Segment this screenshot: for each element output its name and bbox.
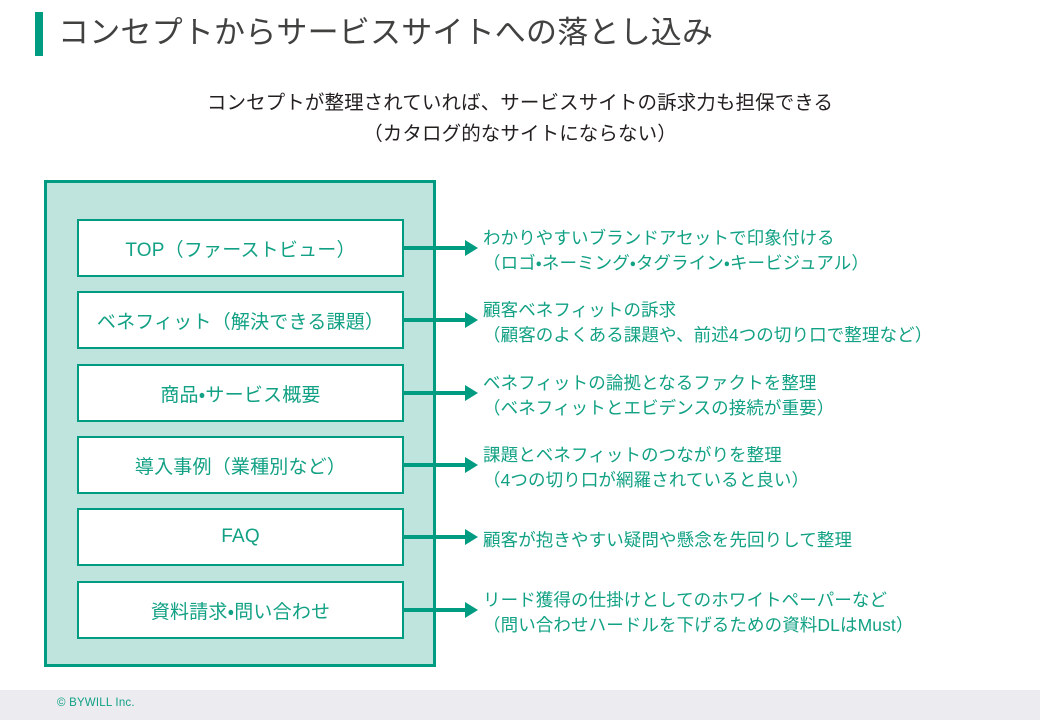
slide-footer: © BYWILL Inc.: [0, 690, 1040, 720]
arrow-head-icon: [465, 457, 478, 473]
annotation-line-2: （ベネフィットとエビデンスの接続が重要）: [483, 398, 835, 418]
annotation-4: 課題とベネフィットのつながりを整理 （4つの切り口が網羅されていると良い）: [483, 443, 809, 493]
annotation-1: わかりやすいブランドアセットで印象付ける （ロゴ・ネーミング・タグライン・キービ…: [483, 226, 869, 276]
annotation-line-2: （顧客のよくある課題や、前述4つの切り口で整理など）: [483, 325, 933, 345]
annotation-line-2: （ロゴ・ネーミング・タグライン・キービジュアル）: [483, 253, 869, 273]
annotation-line-2: （4つの切り口が網羅されていると良い）: [483, 470, 810, 490]
slide-subtitle: コンセプトが整理されていれば、サービスサイトの訴求力も担保できる （カタログ的な…: [0, 88, 1040, 150]
annotation-line-2: （問い合わせハードルを下げるための資料DLはMust）: [483, 615, 914, 635]
annotation-line-1: ベネフィットの論拠となるファクトを整理: [483, 373, 817, 393]
subtitle-line-1: コンセプトが整理されていれば、サービスサイトの訴求力も担保できる: [206, 92, 834, 114]
annotation-line-1: 顧客が抱きやすい疑問や懸念を先回りして整理: [483, 530, 853, 550]
step-box-label: ベネフィット（解決できる課題）: [96, 311, 385, 333]
annotation-line-1: 顧客ベネフィットの訴求: [483, 300, 677, 320]
page-title: コンセプトからサービスサイトへの落とし込み: [58, 15, 714, 50]
step-box-faq[interactable]: FAQ: [77, 508, 404, 566]
slide-header: コンセプトからサービスサイトへの落とし込み: [0, 8, 1040, 58]
annotation-6: リード獲得の仕掛けとしてのホワイトペーパーなど （問い合わせハードルを下げるため…: [483, 588, 914, 638]
step-box-product-overview[interactable]: 商品・サービス概要: [77, 364, 404, 422]
annotation-2: 顧客ベネフィットの訴求 （顧客のよくある課題や、前述4つの切り口で整理など）: [483, 298, 932, 348]
step-box-top[interactable]: TOP（ファーストビュー）: [77, 219, 404, 277]
copyright-text: © BYWILL Inc.: [57, 697, 135, 709]
annotation-line-1: リード獲得の仕掛けとしてのホワイトペーパーなど: [483, 590, 888, 610]
arrow-head-icon: [465, 312, 478, 328]
subtitle-line-2: （カタログ的なサイトにならない）: [363, 123, 677, 145]
step-box-label: TOP（ファーストビュー）: [125, 239, 356, 261]
annotation-line-1: 課題とベネフィットのつながりを整理: [483, 445, 782, 465]
arrow-head-icon: [465, 529, 478, 545]
annotation-3: ベネフィットの論拠となるファクトを整理 （ベネフィットとエビデンスの接続が重要）: [483, 371, 834, 421]
step-box-label: 資料請求・問い合わせ: [150, 601, 331, 623]
step-box-label: FAQ: [221, 526, 260, 547]
step-box-label: 導入事例（業種別など）: [134, 456, 347, 478]
step-box-benefit[interactable]: ベネフィット（解決できる課題）: [77, 291, 404, 349]
step-box-label: 商品・サービス概要: [160, 384, 321, 406]
annotation-5: 顧客が抱きやすい疑問や懸念を先回りして整理: [483, 528, 852, 553]
step-box-contact[interactable]: 資料請求・問い合わせ: [77, 581, 404, 639]
step-box-case-studies[interactable]: 導入事例（業種別など）: [77, 436, 404, 494]
arrow-head-icon: [465, 385, 478, 401]
arrow-head-icon: [465, 602, 478, 618]
annotation-line-1: わかりやすいブランドアセットで印象付ける: [483, 228, 835, 248]
title-accent-bar: [35, 12, 43, 56]
arrow-head-icon: [465, 240, 478, 256]
